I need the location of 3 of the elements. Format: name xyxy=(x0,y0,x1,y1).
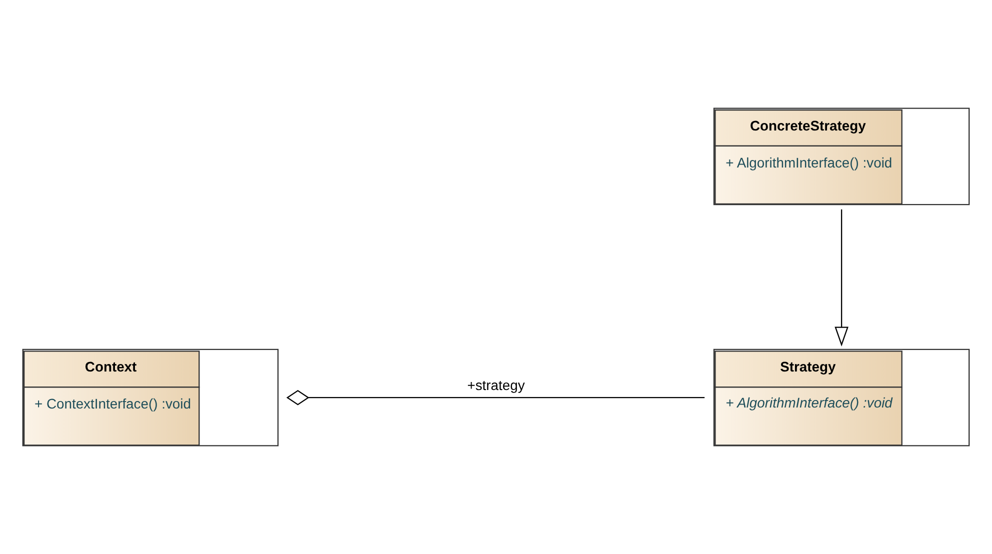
connector xyxy=(286,390,705,406)
arrow xyxy=(834,209,848,346)
edge-label: +strategy xyxy=(467,377,525,394)
